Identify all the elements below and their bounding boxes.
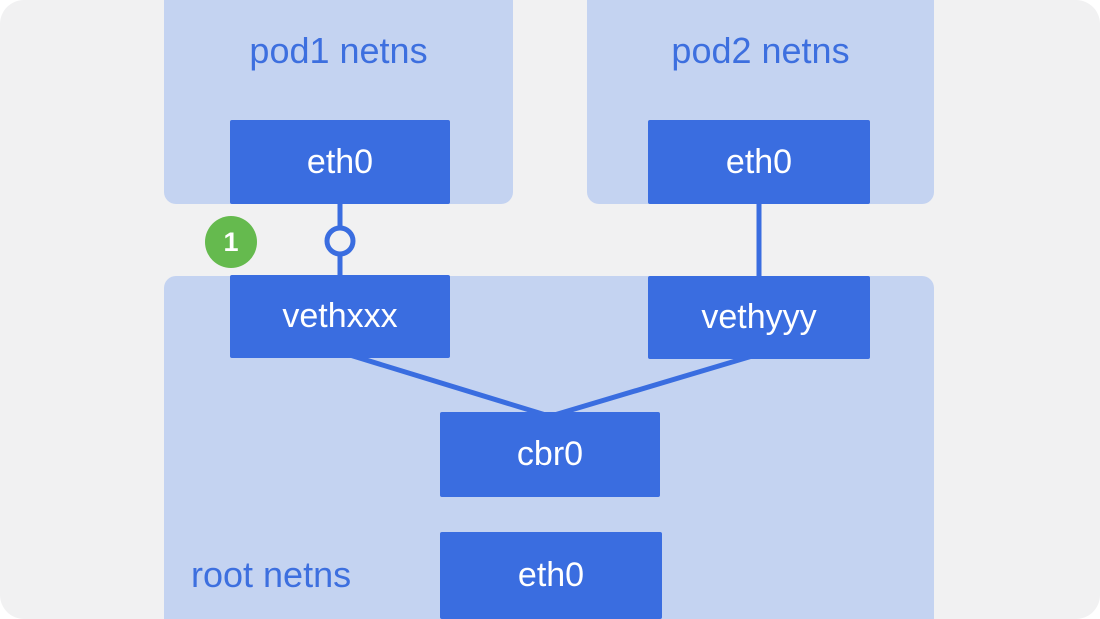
pod1-netns-label: pod1 netns [249,30,428,71]
vethxxx-node: vethxxx [230,275,450,358]
veth-pair-circle-icon [324,225,356,257]
cbr0-bridge-node: cbr0 [440,412,660,497]
vethyyy-node: vethyyy [648,276,870,359]
cbr0-label: cbr0 [516,435,584,473]
vethyyy-label: vethyyy [701,298,817,336]
pod2-netns-label: pod2 netns [671,30,850,71]
pod2-eth0-node: eth0 [648,120,870,204]
root-eth0-node: eth0 [440,532,662,619]
pod2-eth0-label: eth0 [725,142,793,181]
pod1-eth0-label: eth0 [306,142,374,181]
root-netns-label: root netns [191,554,352,595]
vethxxx-label: vethxxx [282,297,398,335]
step-1-badge-label: 1 [223,226,239,257]
step-1-badge: 1 [205,216,257,268]
root-eth0-label: eth0 [517,556,585,594]
pod1-eth0-node: eth0 [230,120,450,204]
